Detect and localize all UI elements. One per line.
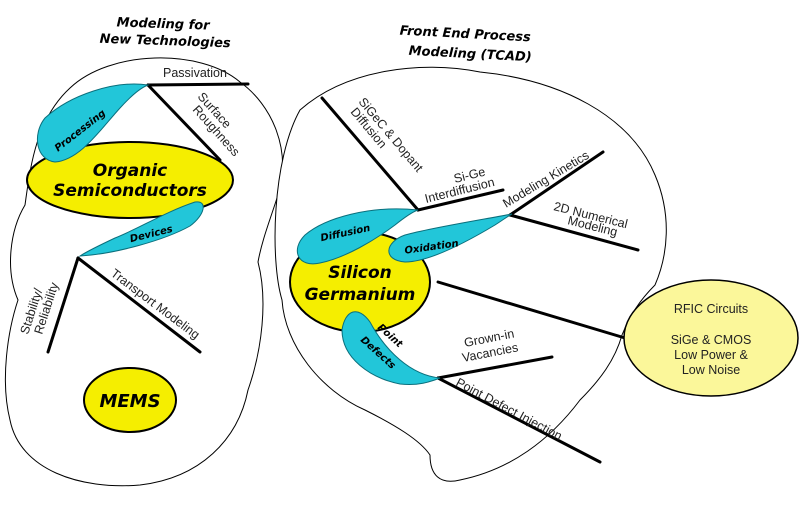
left-title-line2: New Technologies: [99, 32, 231, 52]
rfic-line2: SiGe & CMOS: [671, 333, 752, 347]
diffusion-petal: [296, 208, 419, 265]
mems-node: [83, 367, 177, 433]
branch-passivation: [146, 82, 250, 87]
branch-grown: [436, 355, 554, 380]
right-title-line1: Front End Process: [399, 24, 531, 46]
mems-label: MEMS: [99, 391, 160, 412]
passivation-label: Passivation: [163, 66, 227, 80]
organic-label-line2: Semiconductors: [53, 181, 207, 201]
sige-label-line2: Germanium: [305, 285, 416, 305]
branch-rfic: [436, 280, 627, 340]
right-title-line2: Modeling (TCAD): [408, 44, 532, 65]
rfic-node: [623, 279, 799, 397]
devices-petal: [78, 201, 204, 257]
branch-surface: [146, 83, 222, 162]
organic-semiconductors-node: [26, 141, 234, 219]
branch-interdiffusion: [416, 188, 505, 212]
branch-injection: [436, 376, 602, 464]
branch-kinetics: [508, 150, 605, 217]
organic-label-line1: Organic: [93, 161, 167, 181]
rfic-line1: RFIC Circuits: [674, 302, 748, 316]
point-defects-petal: [341, 311, 441, 385]
rfic-line3: Low Power &: [674, 348, 748, 362]
sige-label-line1: Silicon: [328, 263, 392, 283]
branch-sigec: [320, 96, 420, 212]
processing-petal: [37, 83, 150, 163]
oxidation-petal: [388, 213, 513, 263]
right-cloud: [274, 66, 667, 482]
branch-stability: [46, 256, 80, 354]
left-title-line1: Modeling for: [116, 15, 211, 33]
rfic-line4: Low Noise: [682, 363, 740, 377]
branch-numerical: [508, 213, 640, 252]
branch-transport: [76, 256, 202, 354]
